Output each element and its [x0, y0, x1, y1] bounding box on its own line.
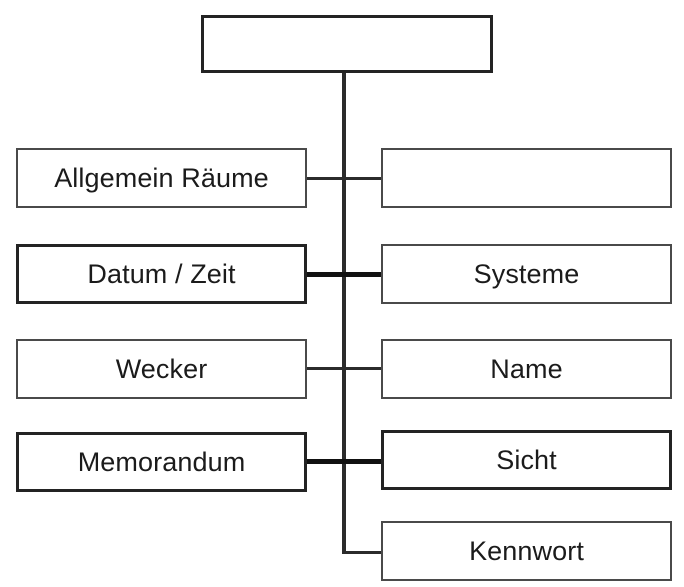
node-name[interactable]: Name — [381, 339, 672, 399]
node-datum-zeit[interactable]: Datum / Zeit — [16, 244, 307, 304]
root-node[interactable] — [201, 15, 493, 73]
node-memorandum-label: Memorandum — [77, 446, 246, 477]
node-name-label: Name — [490, 353, 563, 384]
node-kennwort-label: Kennwort — [469, 535, 584, 566]
node-systeme-label: Systeme — [473, 258, 580, 289]
node-sicht-label: Sicht — [496, 444, 557, 475]
connector-row-4-right — [343, 459, 383, 464]
connector-row-3-left — [305, 367, 345, 370]
node-wecker[interactable]: Wecker — [16, 339, 307, 399]
node-wecker-label: Wecker — [115, 353, 208, 384]
connector-row-1-right — [343, 177, 383, 180]
connector-row-3-right — [343, 367, 383, 370]
node-right-empty[interactable] — [381, 148, 672, 208]
node-systeme[interactable]: Systeme — [381, 244, 672, 304]
node-datum-zeit-label: Datum / Zeit — [87, 258, 236, 289]
node-allgemein-raeume-label: Allgemein Räume — [54, 162, 269, 193]
node-sicht[interactable]: Sicht — [381, 430, 672, 490]
connector-root-trunk — [342, 72, 346, 554]
connector-row-5-elbow — [343, 551, 383, 554]
connector-row-2-right — [343, 272, 383, 277]
node-allgemein-raeume[interactable]: Allgemein Räume — [16, 148, 307, 208]
node-memorandum[interactable]: Memorandum — [16, 432, 307, 492]
connector-row-2-left — [305, 272, 345, 277]
connector-row-4-left — [305, 459, 345, 464]
node-kennwort[interactable]: Kennwort — [381, 521, 672, 581]
connector-row-1-left — [305, 177, 345, 180]
